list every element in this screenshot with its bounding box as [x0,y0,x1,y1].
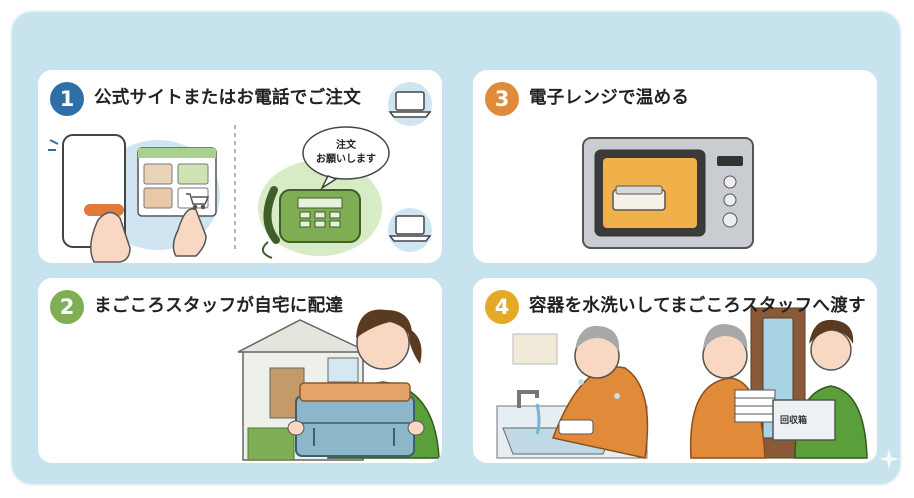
step-number-badge: 4 [485,290,519,324]
telephone-icon [261,186,361,259]
laptop-icon [388,208,432,252]
step-1-card: 1 公式サイトまたはお電話でご注文 注文 お願いします [38,70,442,263]
speech-bubble-text: 注文 お願いします [308,139,384,167]
cart-icon [186,193,210,210]
step-number-badge: 3 [485,82,519,116]
website-window [137,147,217,217]
step-title: 電子レンジで温める [529,88,690,108]
step-title: 容器を水洗いしてまごころスタッフへ渡す [529,296,866,316]
recycle-box-label: 回収箱 [780,416,808,426]
step-title: 公式サイトまたはお電話でご注文 [94,88,361,108]
microwave-icon [582,137,754,249]
laptop-icon [388,82,432,126]
handover-scene [689,307,868,459]
step-number-badge: 1 [50,82,84,116]
sparkle-icon [879,449,899,469]
container-stack [734,389,776,423]
step-1-illustration [48,82,432,263]
washing-scene [496,325,649,459]
cooler-box [295,382,415,457]
step-2-card: 2 まごころスタッフが自宅に配達 [38,278,442,463]
step-3-illustration [582,137,754,249]
step-2-illustration [237,309,440,461]
speech-line-2: お願いします [316,154,376,165]
step-4-illustration [496,307,868,459]
step-4-card: 4 容器を水洗いしてまごころスタッフへ渡す 回収箱 [473,278,877,463]
step-3-card: 3 電子レンジで温める [473,70,877,263]
step-title: まごころスタッフが自宅に配達 [94,296,344,316]
speech-line-1: 注文 [336,140,356,151]
step-number-badge: 2 [50,290,84,324]
